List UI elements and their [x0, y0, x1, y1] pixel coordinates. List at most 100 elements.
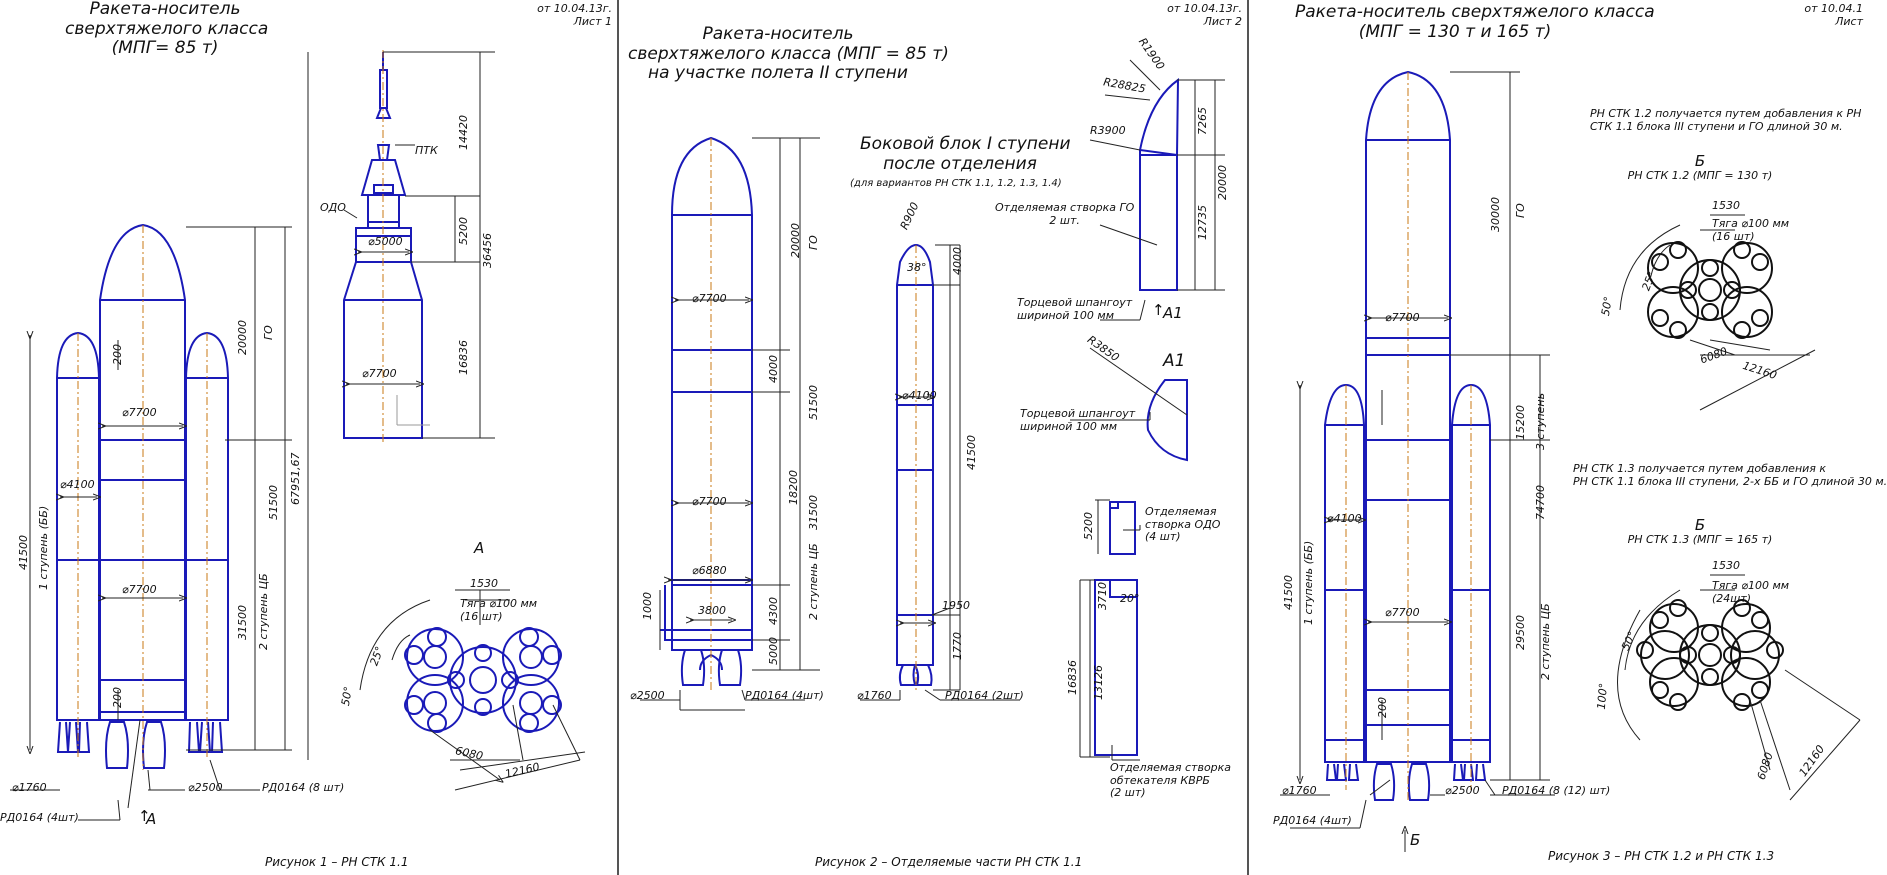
- s3-dim-29500: 29500: [1514, 615, 1527, 650]
- sheet-3: [1249, 0, 1865, 875]
- s2-a1-arrow-icon: ↑: [1152, 301, 1165, 319]
- sheet2-core: [660, 136, 753, 686]
- s3-rd0164-812: РД0164 (8 (12) шт): [1502, 784, 1611, 797]
- sheet1-dims: [10, 51, 495, 821]
- s3-rd0164-4: РД0164 (4шт): [1273, 814, 1352, 827]
- dim-16836: 16836: [457, 340, 470, 375]
- s2-dim-12735: 12735: [1196, 205, 1209, 240]
- label-odo: ОДО: [320, 201, 346, 214]
- s3-tyaga24-line2: (24шт): [1712, 591, 1752, 605]
- s2-d7700-mid: ⌀7700: [692, 495, 727, 508]
- sheet3-sheet-no: Лист: [1835, 14, 1863, 28]
- sheet2-title-line3: на участке полета II ступени: [648, 63, 908, 84]
- dim-20000: 20000: [236, 320, 249, 355]
- sheet2-side-block-line2: после отделения: [883, 153, 1037, 174]
- s3-d7700-top: ⌀7700: [1385, 311, 1420, 324]
- sheet3-caption: Рисунок 3 – РН СТК 1.2 и РН СТК 1.3: [1548, 849, 1775, 863]
- s3-dim-30000: 30000: [1489, 197, 1502, 232]
- dim-stage2: 2 ступень ЦБ: [257, 573, 270, 650]
- s3-arrow-b: Б: [1410, 831, 1421, 849]
- s2-d4100: ⌀4100: [902, 389, 937, 402]
- label-d5000: ⌀5000: [368, 235, 403, 248]
- s2-odo-flap-line3: (4 шт): [1145, 530, 1181, 544]
- sheet2-header: от 10.04.13г. Лист 2: [1160, 2, 1242, 28]
- sheet3-dims: [1280, 71, 1555, 852]
- s3-dim-stage1: 1 ступень (ББ): [1302, 540, 1315, 625]
- sheet3-b13: Б РН СТК 1.3 (MПГ = 165 т): [1620, 516, 1780, 547]
- dim-go: ГО: [262, 325, 275, 340]
- dim-14420: 14420: [457, 115, 470, 150]
- s2-d1760: ⌀1760: [857, 689, 892, 702]
- dim-41500: 41500: [17, 535, 30, 570]
- s2-d7700-top: ⌀7700: [692, 292, 727, 305]
- sheet2-side-block-title: Боковой блок I ступени после отделения: [860, 134, 1071, 174]
- s2-dim-41500: 41500: [965, 435, 978, 470]
- sheet1-title: Ракета-носитель сверхтяжелого класса (MП…: [65, 0, 269, 59]
- s3-dim-41500: 41500: [1282, 575, 1295, 610]
- label-d7700-core-top: ⌀7700: [122, 406, 157, 419]
- sheet3-note13-line2: РН СТК 1.1 блока III ступени, 2-х ББ и Г…: [1573, 474, 1887, 488]
- label-tyaga-1-line2: (16 шт): [460, 609, 503, 623]
- sheet3-note12: РН СТК 1.2 получается путем добавления к…: [1590, 107, 1861, 133]
- sheet3-note13-line1: РН СТК 1.3 получается путем добавления к: [1573, 462, 1827, 475]
- sheet2-a1: [1146, 379, 1188, 462]
- s2-odo-flap-line1: Отделяемая: [1145, 505, 1217, 518]
- s3-d1530b: 1530: [1712, 559, 1740, 572]
- sheet3-title: Ракета-носитель сверхтяжелого класса (MП…: [1295, 2, 1655, 42]
- label-200-bottom: 200: [111, 687, 124, 708]
- label-ptk: ПТК: [415, 144, 438, 157]
- s3-d4100: ⌀4100: [1327, 512, 1362, 525]
- s3-dim-15200: 15200: [1514, 405, 1527, 440]
- s2-kvrb-flap-line1: Отделяемая створка: [1110, 761, 1232, 774]
- sheet3-b12-caption: РН СТК 1.2 (MПГ = 130 т): [1627, 169, 1773, 183]
- s2-odo-flap: Отделяемая створка ОДО (4 шт): [1145, 505, 1220, 544]
- s2-dim-5000: 5000: [767, 637, 780, 665]
- sheet3-b13-letter: Б: [1694, 516, 1706, 534]
- sheet1-sheet-no: Лист 1: [573, 14, 612, 28]
- label-d2500: ⌀2500: [188, 781, 223, 794]
- sheet3-view-b13-dims: [1617, 574, 1861, 801]
- s2-dim-18200: 18200: [787, 470, 800, 505]
- s2-a20: 20°: [1120, 592, 1140, 605]
- sheet2-booster: [896, 243, 934, 686]
- sheet1-view-a: [404, 627, 562, 733]
- label-d7700-upper: ⌀7700: [362, 367, 397, 380]
- sheet2-go-flap: [1139, 78, 1180, 291]
- sheet2-side-block-note: (для вариантов РН СТК 1.1, 1.2, 1.3, 1.4…: [850, 178, 1062, 189]
- dim-stage1: 1 ступень (ББ): [37, 505, 50, 590]
- s2-dim-5200: 5200: [1082, 512, 1095, 540]
- s3-tyaga16: Тяга ⌀100 мм (16 шт): [1712, 217, 1790, 243]
- sheet3-title-line2: (MПГ = 130 т и 165 т): [1358, 21, 1552, 42]
- label-tyaga-1: Тяга ⌀100 мм (16 шт): [460, 597, 538, 623]
- s2-dim-16836: 16836: [1066, 660, 1079, 695]
- dim-51500: 51500: [267, 485, 280, 520]
- s2-torc2-line2: шириной 100 мм: [1020, 419, 1118, 433]
- s2-d1000: 1000: [641, 592, 654, 620]
- sheet3-date: от 10.04.1: [1804, 2, 1863, 15]
- s2-kvrb-flap-line2: обтекателя КВРБ: [1110, 773, 1210, 787]
- sheet3-view-b12: [1647, 241, 1773, 339]
- sheet1-title-line1: Ракета-носитель: [89, 0, 241, 19]
- label-tyaga-1-line1: Тяга ⌀100 мм: [460, 597, 538, 610]
- sheet2-side-block-line1: Боковой блок I ступени: [860, 134, 1071, 154]
- sheet1-view-a-dims: [359, 589, 586, 791]
- s2-kvrb-flap: Отделяемая створка обтекателя КВРБ (2 шт…: [1110, 761, 1232, 800]
- sheet-divider-1: [617, 0, 619, 875]
- sheet3-axes: [1345, 72, 1472, 800]
- s3-d1760: ⌀1760: [1282, 784, 1317, 797]
- s2-dim-4300: 4300: [767, 597, 780, 625]
- s3-tyaga16-line1: Тяга ⌀100 мм: [1712, 217, 1790, 230]
- sheet2-title-line1: Ракета-носитель: [702, 24, 854, 44]
- s2-torc1-line1: Торцевой шпангоут: [1017, 296, 1133, 309]
- dim-31500: 31500: [236, 605, 249, 640]
- sheet2-title-line2: сверхтяжелого класса (MПГ = 85 т): [628, 43, 949, 64]
- sheet3-b12: Б РН СТК 1.2 (MПГ = 130 т): [1620, 152, 1780, 183]
- s2-dim-stage2: 2 ступень ЦБ: [807, 543, 820, 620]
- sheet2-caption: Рисунок 2 – Отделяемые части РН СТК 1.1: [815, 855, 1083, 869]
- s2-dim-3710: 3710: [1096, 582, 1109, 610]
- sheet3-note12-line2: СТК 1.1 блока III ступени и ГО длиной 30…: [1590, 119, 1843, 133]
- s3-d7700-mid: ⌀7700: [1385, 606, 1420, 619]
- sheet1-title-line2: сверхтяжелого класса: [65, 18, 269, 39]
- sheet2-dims: [640, 59, 1225, 761]
- sheet2-sheet-no: Лист 2: [1203, 14, 1242, 28]
